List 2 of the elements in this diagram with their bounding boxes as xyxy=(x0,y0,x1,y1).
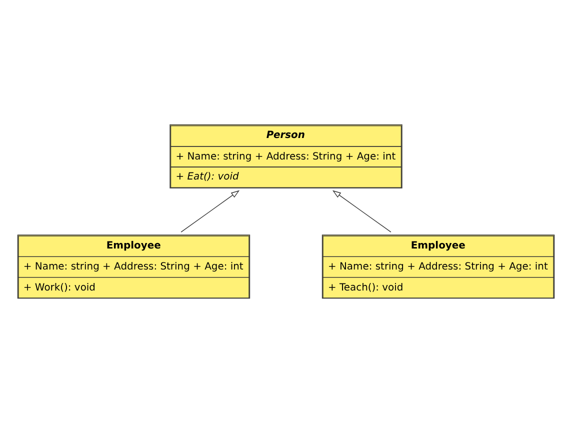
arrow xyxy=(180,190,240,232)
arrow xyxy=(332,190,392,232)
